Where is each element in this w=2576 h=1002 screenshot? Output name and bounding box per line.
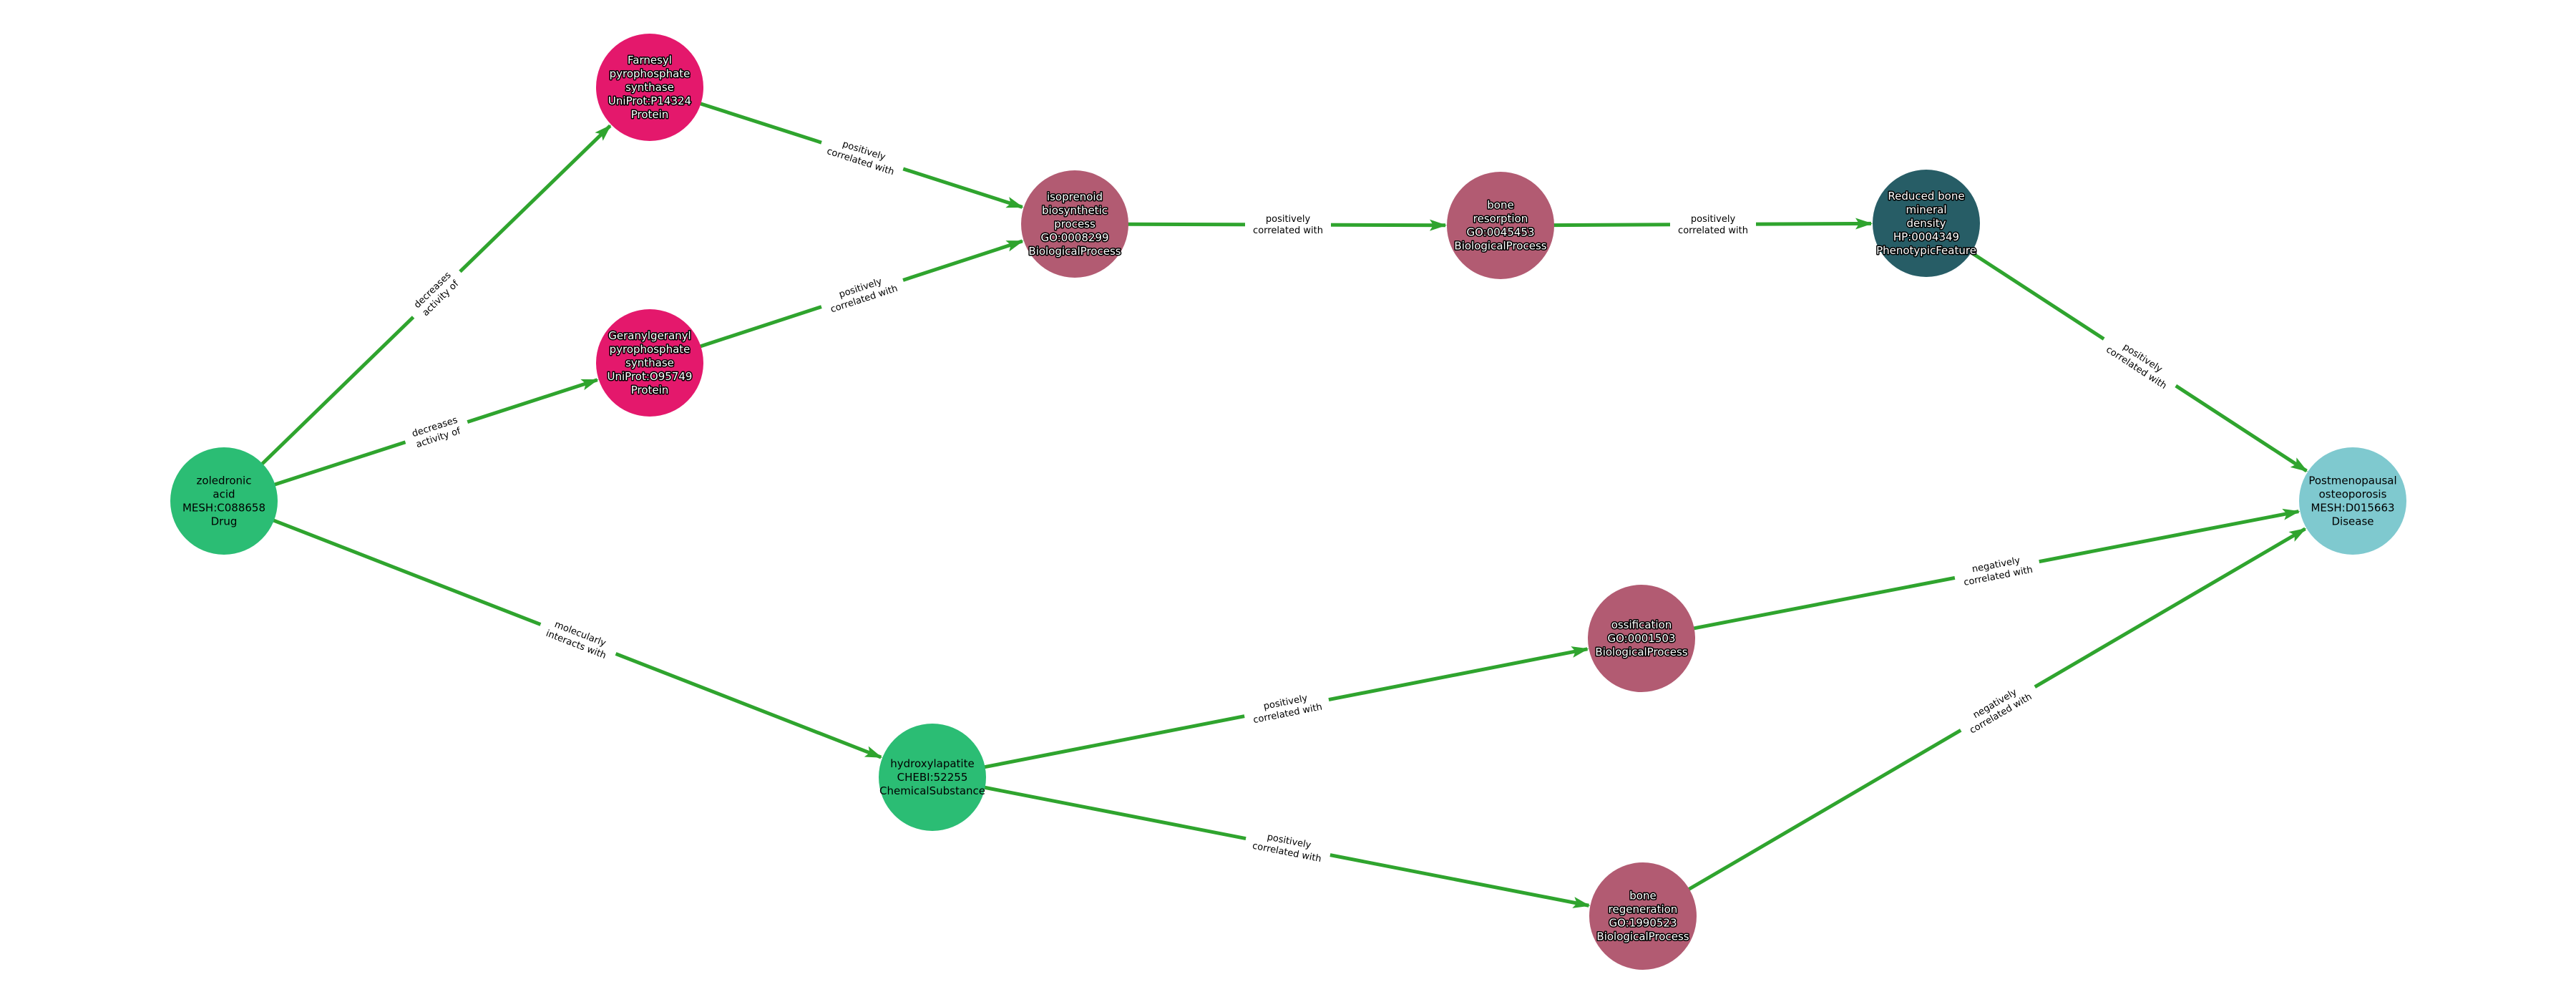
node-circle-ossification — [1588, 585, 1695, 692]
node-circle-reduced-bone-mineral-density — [1873, 170, 1980, 277]
edge-label-hydroxylapatite--bone-regeneration: positivelycorrelated with — [1243, 825, 1333, 869]
edge-label-zoledronic-acid--geranylgeranyl-pyrophosphate-synthase: decreasesactivity of — [401, 409, 472, 456]
edge-label-background — [1245, 211, 1331, 238]
edge-label-ossification--postmenopausal-osteoporosis: negativelycorrelated with — [1952, 548, 2042, 593]
edge-label-zoledronic-acid--hydroxylapatite: molecularlyinteracts with — [535, 611, 621, 667]
edge-label-background — [817, 267, 907, 320]
node-circle-bone-resorption — [1447, 172, 1554, 279]
edge-label-text: molecularlyinteracts with — [545, 618, 612, 661]
edge-label-background — [1670, 211, 1756, 238]
edge-label-background — [1241, 686, 1332, 730]
node-circle-farnesyl-pyrophosphate-synthase — [596, 34, 703, 141]
edge-label-background — [404, 261, 469, 327]
edge-label-background — [1243, 825, 1333, 869]
edge-label-bone-regeneration--postmenopausal-osteoporosis: negativelycorrelated with — [1953, 675, 2042, 742]
edge-label-background — [2096, 328, 2183, 398]
node-circle-hydroxylapatite — [879, 724, 986, 831]
edge-label-farnesyl-pyrophosphate-synthase--isoprenoid-biosynthetic-process: positivelycorrelated with — [817, 130, 907, 183]
edge-label-background — [1953, 675, 2042, 742]
edge-label-background — [1952, 548, 2042, 593]
edge-label-reduced-bone-mineral-density--postmenopausal-osteoporosis: positivelycorrelated with — [2096, 328, 2183, 398]
edge-label-zoledronic-acid--farnesyl-pyrophosphate-synthase: decreasesactivity of — [404, 261, 469, 327]
node-circle-isoprenoid-biosynthetic-process — [1021, 170, 1128, 278]
edge-label-hydroxylapatite--ossification: positivelycorrelated with — [1241, 686, 1332, 730]
edge-label-background — [817, 130, 907, 183]
node-circle-bone-regeneration — [1589, 862, 1697, 970]
node-circle-zoledronic-acid — [170, 447, 278, 555]
node-circle-postmenopausal-osteoporosis — [2299, 447, 2406, 555]
edge-label-background — [535, 611, 621, 667]
edge-label-geranylgeranyl-pyrophosphate-synthase--isoprenoid-biosynthetic-process: positivelycorrelated with — [817, 267, 907, 320]
edge-label-background — [401, 409, 472, 456]
node-circle-geranylgeranyl-pyrophosphate-synthase — [596, 309, 703, 417]
